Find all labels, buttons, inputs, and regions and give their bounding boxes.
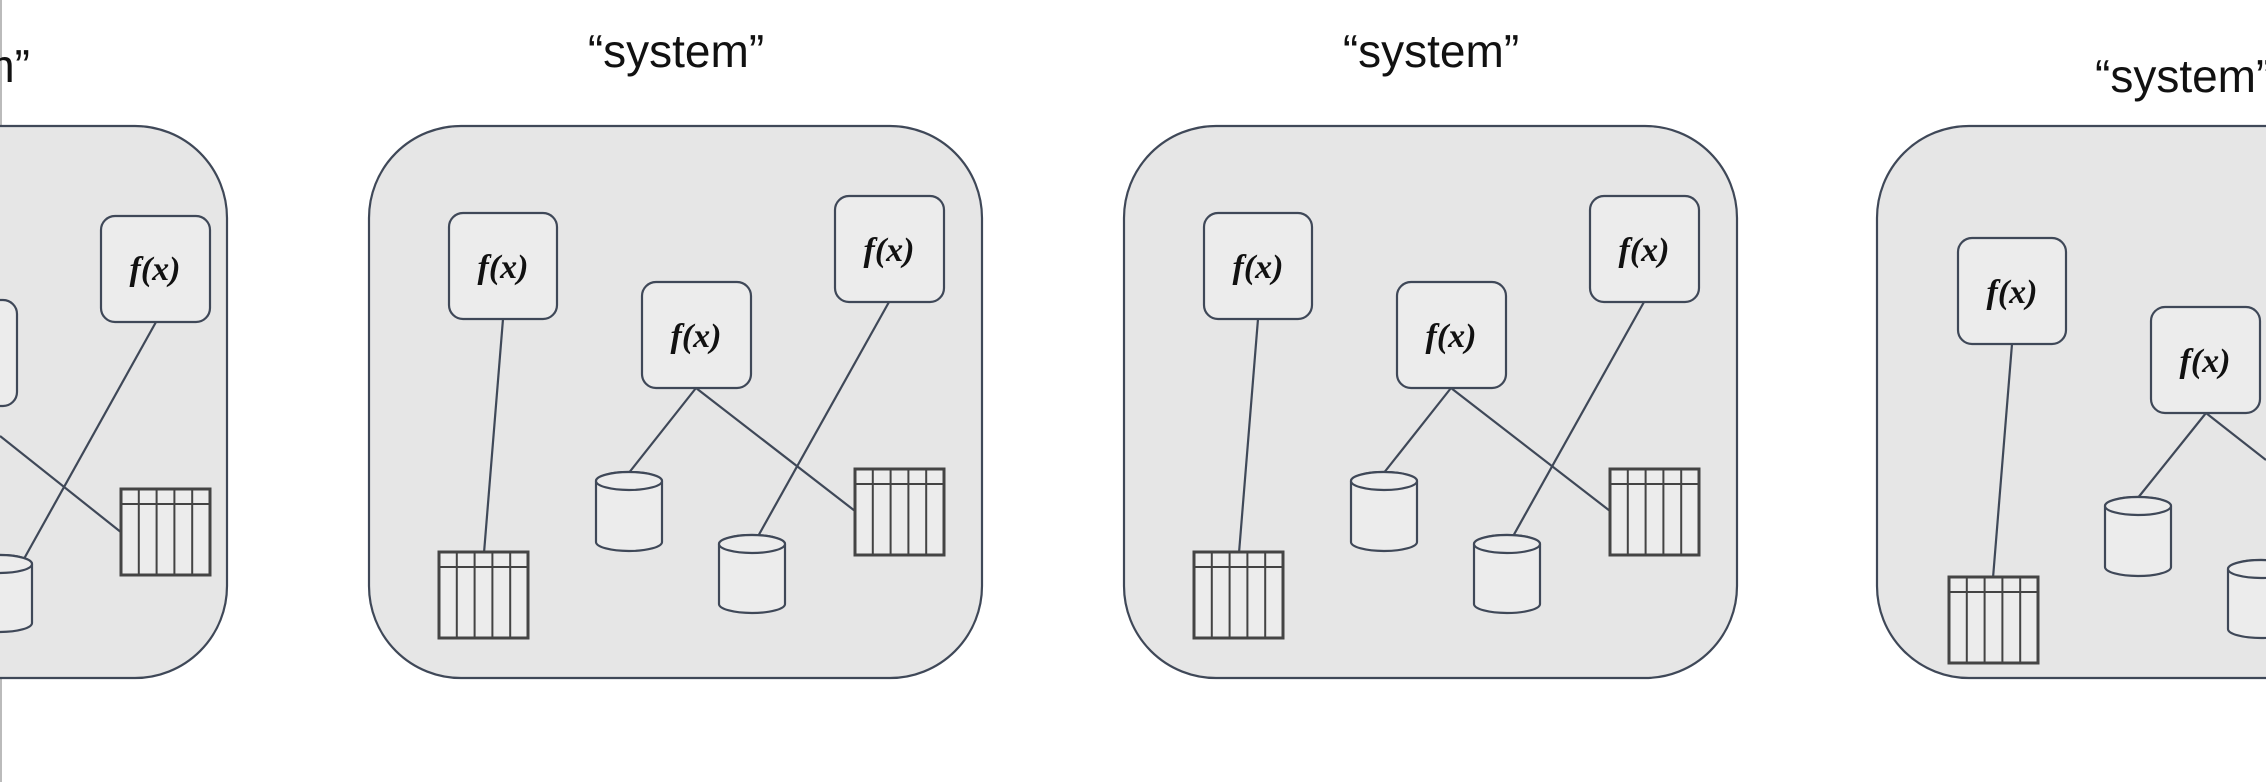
table-icon [1947,575,2040,665]
system-group-1: “system” f(x) f(x) f(x) [367,25,984,680]
system-boundary-0 [0,124,229,680]
function-box [1395,280,1508,390]
function-box [2149,305,2262,415]
edge-fx-to-db [19,321,157,567]
function-label: f(x) [1233,249,1284,286]
function-box [640,280,753,390]
edge-fx-to-db [627,387,697,475]
function-node-2-a: f(x) [1202,211,1314,321]
system-title-1: “system” [588,25,764,77]
edge-fx-to-table [1450,387,1611,512]
edge-fx-to-db [2136,412,2207,500]
function-box [1956,236,2068,346]
function-label: f(x) [2180,343,2231,380]
function-label: f(x) [130,251,181,288]
edge-fx-to-table [482,318,505,554]
function-node-0-a [0,298,19,408]
function-box [833,194,946,304]
table-icon [437,550,530,640]
database-icon [594,470,664,553]
edge-fx-to-table [1237,318,1260,554]
database-icon [1349,470,1419,553]
function-label: f(x) [1987,274,2038,311]
table-icon [853,467,946,557]
function-label: f(x) [478,249,529,286]
table-icon [119,487,212,577]
table-icon [1192,550,1285,640]
edge-fx-offscreen [2205,412,2266,461]
function-node-1-a: f(x) [447,211,559,321]
function-node-3-b: f(x) [2149,305,2262,415]
function-label: f(x) [1426,318,1477,355]
function-label: f(x) [1619,232,1670,269]
system-group-3: “system” f(x) f(x) [1875,50,2266,680]
database-icon [717,533,787,615]
function-node-0-b: f(x) [99,214,212,324]
function-box [99,214,212,324]
system-group-0: “system” f(x) [0,40,229,680]
function-node-1-c: f(x) [833,194,946,304]
function-label: f(x) [671,318,722,355]
database-icon [0,553,34,634]
function-node-2-b: f(x) [1395,280,1508,390]
system-group-2: “system” f(x) f(x) f(x) [1122,25,1739,680]
function-box [1202,211,1314,321]
edge-to-table [0,435,123,534]
system-title-3: “system” [2095,50,2266,102]
edge-fx-to-db [1382,387,1452,475]
function-box [0,298,19,408]
function-label: f(x) [864,232,915,269]
system-title-0: “system” [0,40,30,92]
database-icon [2103,495,2173,578]
function-box [447,211,559,321]
function-node-1-b: f(x) [640,280,753,390]
database-icon [1472,533,1542,615]
table-icon [1608,467,1701,557]
function-box [1588,194,1701,304]
function-node-3-a: f(x) [1956,236,2068,346]
function-node-2-c: f(x) [1588,194,1701,304]
system-title-2: “system” [1343,25,1519,77]
edge-fx-to-table [695,387,856,512]
edge-fx-to-table [1991,343,2014,579]
edge-fx-to-db [751,301,890,548]
database-icon [2226,558,2266,640]
edge-fx-to-db [1506,301,1645,548]
